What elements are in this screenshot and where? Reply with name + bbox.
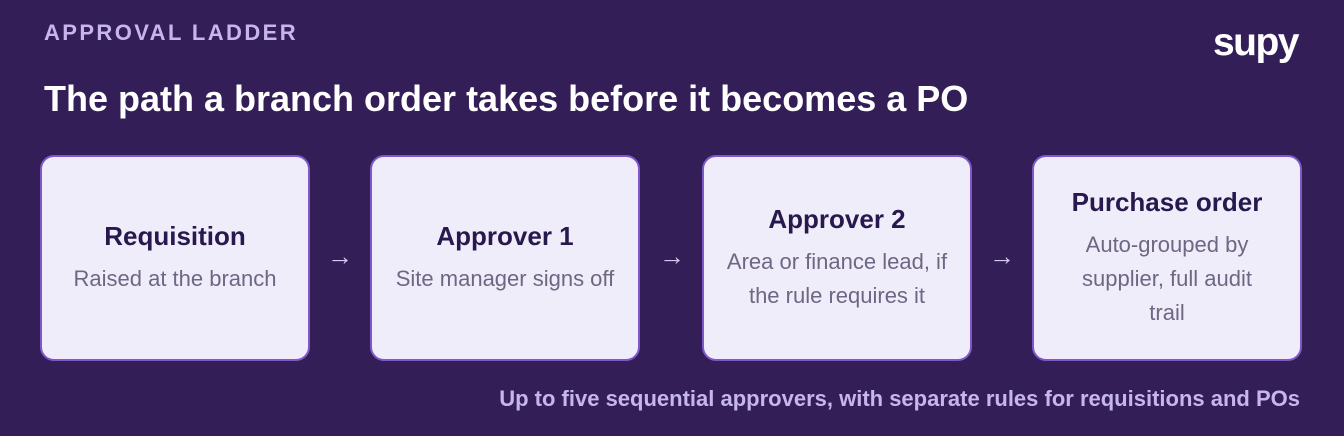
step-card-purchase-order: Purchase order Auto-grouped by supplier,… — [1032, 155, 1302, 361]
approval-flow: Requisition Raised at the branch → Appro… — [40, 155, 1304, 361]
footnote: Up to five sequential approvers, with se… — [499, 386, 1300, 411]
step-title: Approver 1 — [436, 221, 574, 251]
arrow-right-icon: → — [327, 241, 353, 271]
step-description: Auto-grouped by supplier, full audit tra… — [1082, 232, 1252, 325]
step-title: Approver 2 — [768, 204, 906, 234]
arrow-right-icon: → — [989, 241, 1015, 271]
step-description: Site manager signs off — [395, 266, 615, 291]
step-description: Area or finance lead, if the rule requir… — [726, 249, 948, 308]
slide-title: The path a branch order takes before it … — [44, 78, 969, 119]
step-title: Requisition — [104, 221, 246, 251]
arrow-right-icon: → — [659, 241, 685, 271]
step-card-approver-2: Approver 2 Area or finance lead, if the … — [702, 155, 972, 361]
step-card-approver-1: Approver 1 Site manager signs off — [370, 155, 640, 361]
step-title: Purchase order — [1071, 187, 1263, 217]
supy-logo: supy — [1212, 21, 1300, 64]
step-card-requisition: Requisition Raised at the branch — [40, 155, 310, 361]
section-eyebrow: APPROVAL LADDER — [44, 20, 298, 45]
step-description: Raised at the branch — [73, 266, 277, 291]
